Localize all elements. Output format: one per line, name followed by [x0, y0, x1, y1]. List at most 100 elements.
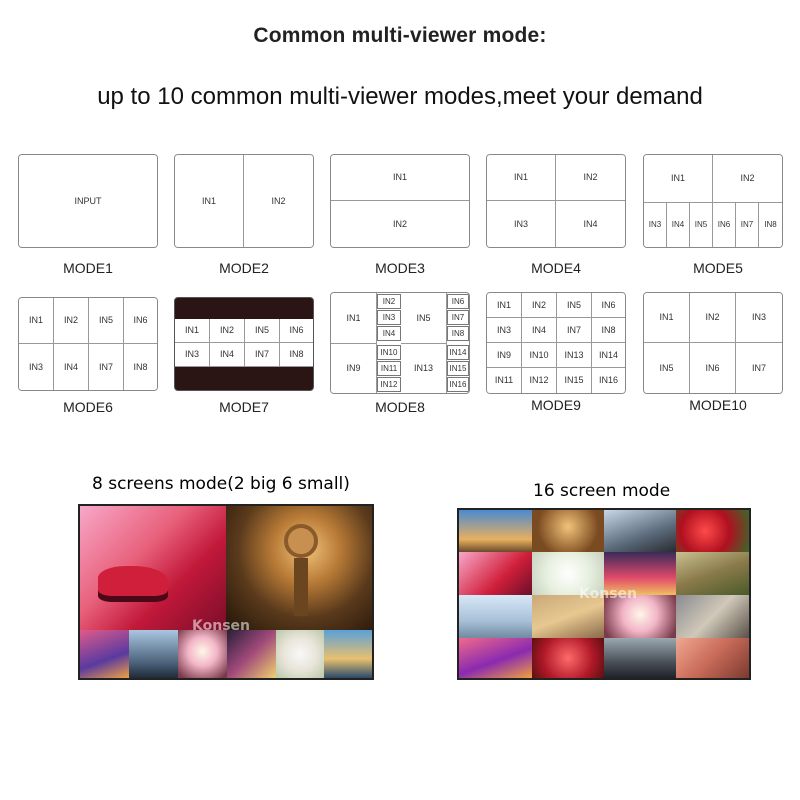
grid-tile-7 — [604, 552, 676, 595]
mode9-cell-in9: IN9 — [487, 343, 522, 368]
mode6-cell-in2: IN2 — [54, 298, 89, 344]
mode6-cell-in4: IN4 — [54, 344, 89, 390]
mode7-cell-in1: IN1 — [175, 319, 210, 343]
mode9-cell-in1: IN1 — [487, 293, 522, 318]
mode5-cell-in8: IN8 — [759, 203, 782, 247]
grid-tile-1 — [459, 510, 532, 552]
mode5-cell-in2: IN2 — [713, 155, 782, 203]
mode8-cell-in14: IN14 — [447, 345, 469, 360]
mode9-cell-in15: IN15 — [557, 368, 592, 393]
watermark-right: Konsen — [579, 586, 637, 602]
mode8-cell-in2: IN2 — [377, 294, 401, 309]
mode7-label: MODE7 — [219, 399, 269, 415]
grid-tile-10 — [532, 595, 604, 638]
mode9-cell-in6: IN6 — [592, 293, 625, 318]
mode8-cell-in13: IN13 — [401, 344, 447, 393]
mode9-cell-in16: IN16 — [592, 368, 625, 393]
grid-tile-2 — [532, 510, 604, 552]
mode9-cell-in3: IN3 — [487, 318, 522, 343]
mode7-cell-in2: IN2 — [210, 319, 245, 343]
mode3-cell-in1: IN1 — [331, 155, 469, 201]
mode5-diagram: IN1 IN2 IN3 IN4 IN5 IN6 IN7 IN8 — [643, 154, 783, 248]
mode2-diagram: IN1 IN2 — [174, 154, 314, 248]
mode7-cell-in4: IN4 — [210, 343, 245, 367]
mode8-cell-in9: IN9 — [331, 344, 377, 393]
grid-tile-5 — [459, 552, 532, 595]
mode9-label: MODE9 — [531, 397, 581, 413]
mode4-label: MODE4 — [531, 260, 581, 276]
grid-tile-3 — [604, 510, 676, 552]
mode6-cell-in7: IN7 — [89, 344, 124, 390]
watermark-left: Konsen — [192, 618, 250, 634]
mode6-cell-in3: IN3 — [19, 344, 54, 390]
mode9-diagram: IN1 IN2 IN5 IN6 IN3 IN4 IN7 IN8 IN9 IN10… — [486, 292, 626, 394]
grid-tile-16 — [676, 638, 749, 678]
mode5-cell-in3: IN3 — [644, 203, 667, 247]
mode2-cell-in2: IN2 — [244, 155, 313, 247]
mode6-cell-in5: IN5 — [89, 298, 124, 344]
mode4-cell-in4: IN4 — [556, 201, 625, 247]
mode10-cell-in2: IN2 — [690, 293, 736, 343]
mode8-cell-in10: IN10 — [377, 345, 401, 360]
page-subtitle: up to 10 common multi-viewer modes,meet … — [97, 83, 703, 110]
preview-tile-1 — [80, 630, 129, 678]
grid-tile-13 — [459, 638, 532, 678]
mode9-cell-in8: IN8 — [592, 318, 625, 343]
mode7-cell-in7: IN7 — [245, 343, 280, 367]
grid-tile-15 — [604, 638, 676, 678]
mode9-cell-in14: IN14 — [592, 343, 625, 368]
grid-tile-4 — [676, 510, 749, 552]
sixteen-screen-preview: Konsen — [457, 508, 751, 680]
mode10-cell-in7: IN7 — [736, 343, 782, 393]
mode9-cell-in13: IN13 — [557, 343, 592, 368]
mode7-diagram: IN1 IN2 IN5 IN6 IN3 IN4 IN7 IN8 — [174, 297, 314, 391]
grid-tile-8 — [676, 552, 749, 595]
mode7-cell-in8: IN8 — [280, 343, 313, 367]
mode8-cell-in3: IN3 — [377, 310, 401, 325]
mode5-cell-in1: IN1 — [644, 155, 713, 203]
preview-tile-2 — [129, 630, 178, 678]
grid-tile-12 — [676, 595, 749, 638]
mode10-cell-in3: IN3 — [736, 293, 782, 343]
grid-tile-6 — [532, 552, 604, 595]
mode2-cell-in1: IN1 — [175, 155, 244, 247]
mode3-label: MODE3 — [375, 260, 425, 276]
preview-tile-robot — [226, 506, 372, 630]
mode3-cell-in2: IN2 — [331, 201, 469, 247]
mode5-cell-in4: IN4 — [667, 203, 690, 247]
grid-tile-14 — [532, 638, 604, 678]
mode9-cell-in5: IN5 — [557, 293, 592, 318]
mode5-cell-in5: IN5 — [690, 203, 713, 247]
mode8-cell-in16: IN16 — [447, 377, 469, 392]
mode10-cell-in6: IN6 — [690, 343, 736, 393]
mode10-diagram: IN1 IN2 IN3 IN5 IN6 IN7 — [643, 292, 783, 394]
sixteen-screen-mode-title: 16 screen mode — [533, 481, 671, 501]
mode10-cell-in1: IN1 — [644, 293, 690, 343]
mode5-label: MODE5 — [693, 260, 743, 276]
mode8-cell-in6: IN6 — [447, 294, 469, 309]
mode4-diagram: IN1 IN2 IN3 IN4 — [486, 154, 626, 248]
eight-screen-mode-title: 8 screens mode(2 big 6 small) — [92, 474, 350, 494]
mode6-cell-in8: IN8 — [124, 344, 157, 390]
eight-screen-preview: Konsen — [78, 504, 374, 680]
mode6-cell-in1: IN1 — [19, 298, 54, 344]
mode5-cell-in7: IN7 — [736, 203, 759, 247]
preview-tile-6 — [324, 630, 372, 678]
mode5-cell-in6: IN6 — [713, 203, 736, 247]
preview-tile-3 — [178, 630, 227, 678]
grid-tile-9 — [459, 595, 532, 638]
mode1-label: MODE1 — [63, 260, 113, 276]
mode8-label: MODE8 — [375, 399, 425, 415]
mode9-cell-in10: IN10 — [522, 343, 557, 368]
mode8-cell-in5: IN5 — [401, 293, 447, 344]
mode8-cell-in12: IN12 — [377, 377, 401, 392]
mode9-cell-in4: IN4 — [522, 318, 557, 343]
mode6-diagram: IN1 IN2 IN5 IN6 IN3 IN4 IN7 IN8 — [18, 297, 158, 391]
mode7-cell-in3: IN3 — [175, 343, 210, 367]
mode7-cell-in5: IN5 — [245, 319, 280, 343]
mode8-cell-in11: IN11 — [377, 361, 401, 376]
preview-tile-4 — [227, 630, 276, 678]
page-title: Common multi-viewer mode: — [253, 24, 547, 47]
preview-tile-5 — [276, 630, 324, 678]
mode8-diagram: IN1 IN2 IN3 IN4 IN5 IN6 IN7 IN8 IN9 IN10… — [330, 292, 470, 394]
